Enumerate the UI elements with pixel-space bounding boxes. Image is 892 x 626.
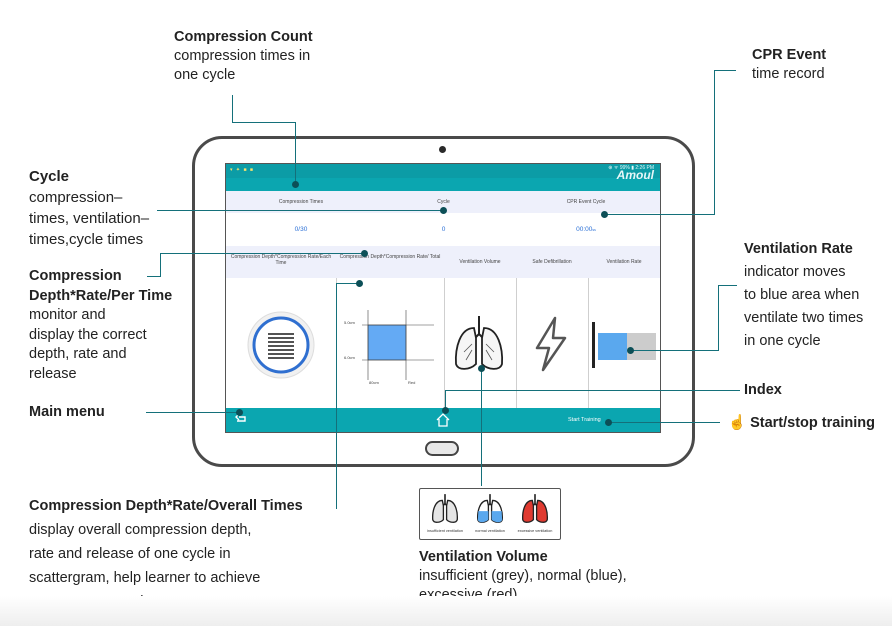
app-screen: ▾ ✦ ■ ■ ⊕ ᯤ 99% ▮ 2:26 PM Amoul Compress…	[225, 163, 661, 433]
column-divider	[588, 278, 589, 408]
status-bar: ▾ ✦ ■ ■ ⊕ ᯤ 99% ▮ 2:26 PM	[226, 164, 660, 178]
lightning-icon	[535, 316, 567, 372]
hand-pointer-icon: ☝	[728, 415, 747, 431]
indicator-needle	[592, 322, 595, 368]
scatter-bottom-label: 6.0cm	[344, 355, 356, 360]
camera-icon	[439, 146, 446, 153]
compression-times-value: 0/30	[294, 226, 308, 233]
compression-gauge	[247, 311, 315, 379]
status-time: ⊕ ᯤ 99% ▮ 2:26 PM	[608, 165, 654, 171]
depth-total-label: Compression Depth*Compression Rate/ Tota…	[339, 254, 441, 260]
annotation-main-menu: Main menu	[29, 404, 105, 420]
start-training-button[interactable]: Start Training	[568, 417, 601, 423]
annotation-cpr-event: CPR Event time record	[752, 47, 827, 82]
scatter-x-left-label: 80cm	[369, 380, 379, 385]
lungs-grey-icon	[432, 494, 458, 523]
column-divider	[516, 278, 517, 408]
scattergram: 5.0cm 6.0cm 80cm Red	[344, 310, 434, 385]
home-icon[interactable]	[435, 412, 451, 428]
ventilation-rate-indicator	[592, 322, 656, 370]
lungs-red-icon	[522, 494, 548, 523]
cycle-value: 0	[441, 226, 446, 233]
brand-logo: Amoul	[616, 168, 654, 182]
annotation-depth-per-time: Compression Depth*Rate/Per Time monitor …	[29, 268, 173, 382]
cpr-event-time: 00:00ss	[576, 226, 596, 233]
tablet-home-button[interactable]	[425, 441, 459, 456]
legend-insufficient: insufficient ventilation	[423, 493, 467, 537]
compression-times-label: Compression Times	[278, 199, 324, 205]
header-row: Compression Times Cycle CPR Event Cycle	[226, 191, 660, 213]
notification-icons: ▾ ✦ ■ ■	[230, 167, 254, 173]
columns-row: Compression Depth*Compression Rate/Each …	[226, 246, 660, 278]
title-bar: Amoul	[226, 168, 660, 191]
ventilation-volume-legend: insufficient ventilation normal ventilat…	[419, 488, 561, 540]
safe-defibrillation-label: Safe Defibrillation	[532, 259, 572, 265]
ventilation-volume-label: Ventilation Volume	[459, 259, 501, 265]
ventilation-rate-label: Ventilation Rate	[606, 259, 642, 265]
column-divider	[444, 278, 445, 408]
legend-excessive: excessive ventilation	[513, 493, 557, 537]
legend-normal: normal ventilation	[468, 493, 512, 537]
indicator-blue-area	[598, 333, 627, 360]
cpr-event-cycle-label: CPR Event Cycle	[566, 199, 606, 205]
scatter-x-right-label: Red	[408, 380, 415, 385]
annotation-compression-count: Compression Count compression times in o…	[174, 29, 313, 83]
lungs-icon	[455, 316, 503, 370]
cycle-label: Cycle	[437, 199, 450, 205]
scatter-top-label: 5.0cm	[344, 320, 356, 325]
annotation-start-stop: ☝ Start/stop training	[728, 415, 875, 431]
bottom-fade	[0, 596, 892, 626]
lungs-blue-icon	[477, 494, 503, 523]
annotation-index: Index	[744, 382, 782, 398]
depth-each-label: Compression Depth*Compression Rate/Each …	[230, 254, 332, 266]
annotation-ventilation-rate: Ventilation Rate indicator moves to blue…	[744, 241, 864, 349]
annotation-cycle: Cycle compression– times, ventilation– t…	[29, 168, 150, 248]
